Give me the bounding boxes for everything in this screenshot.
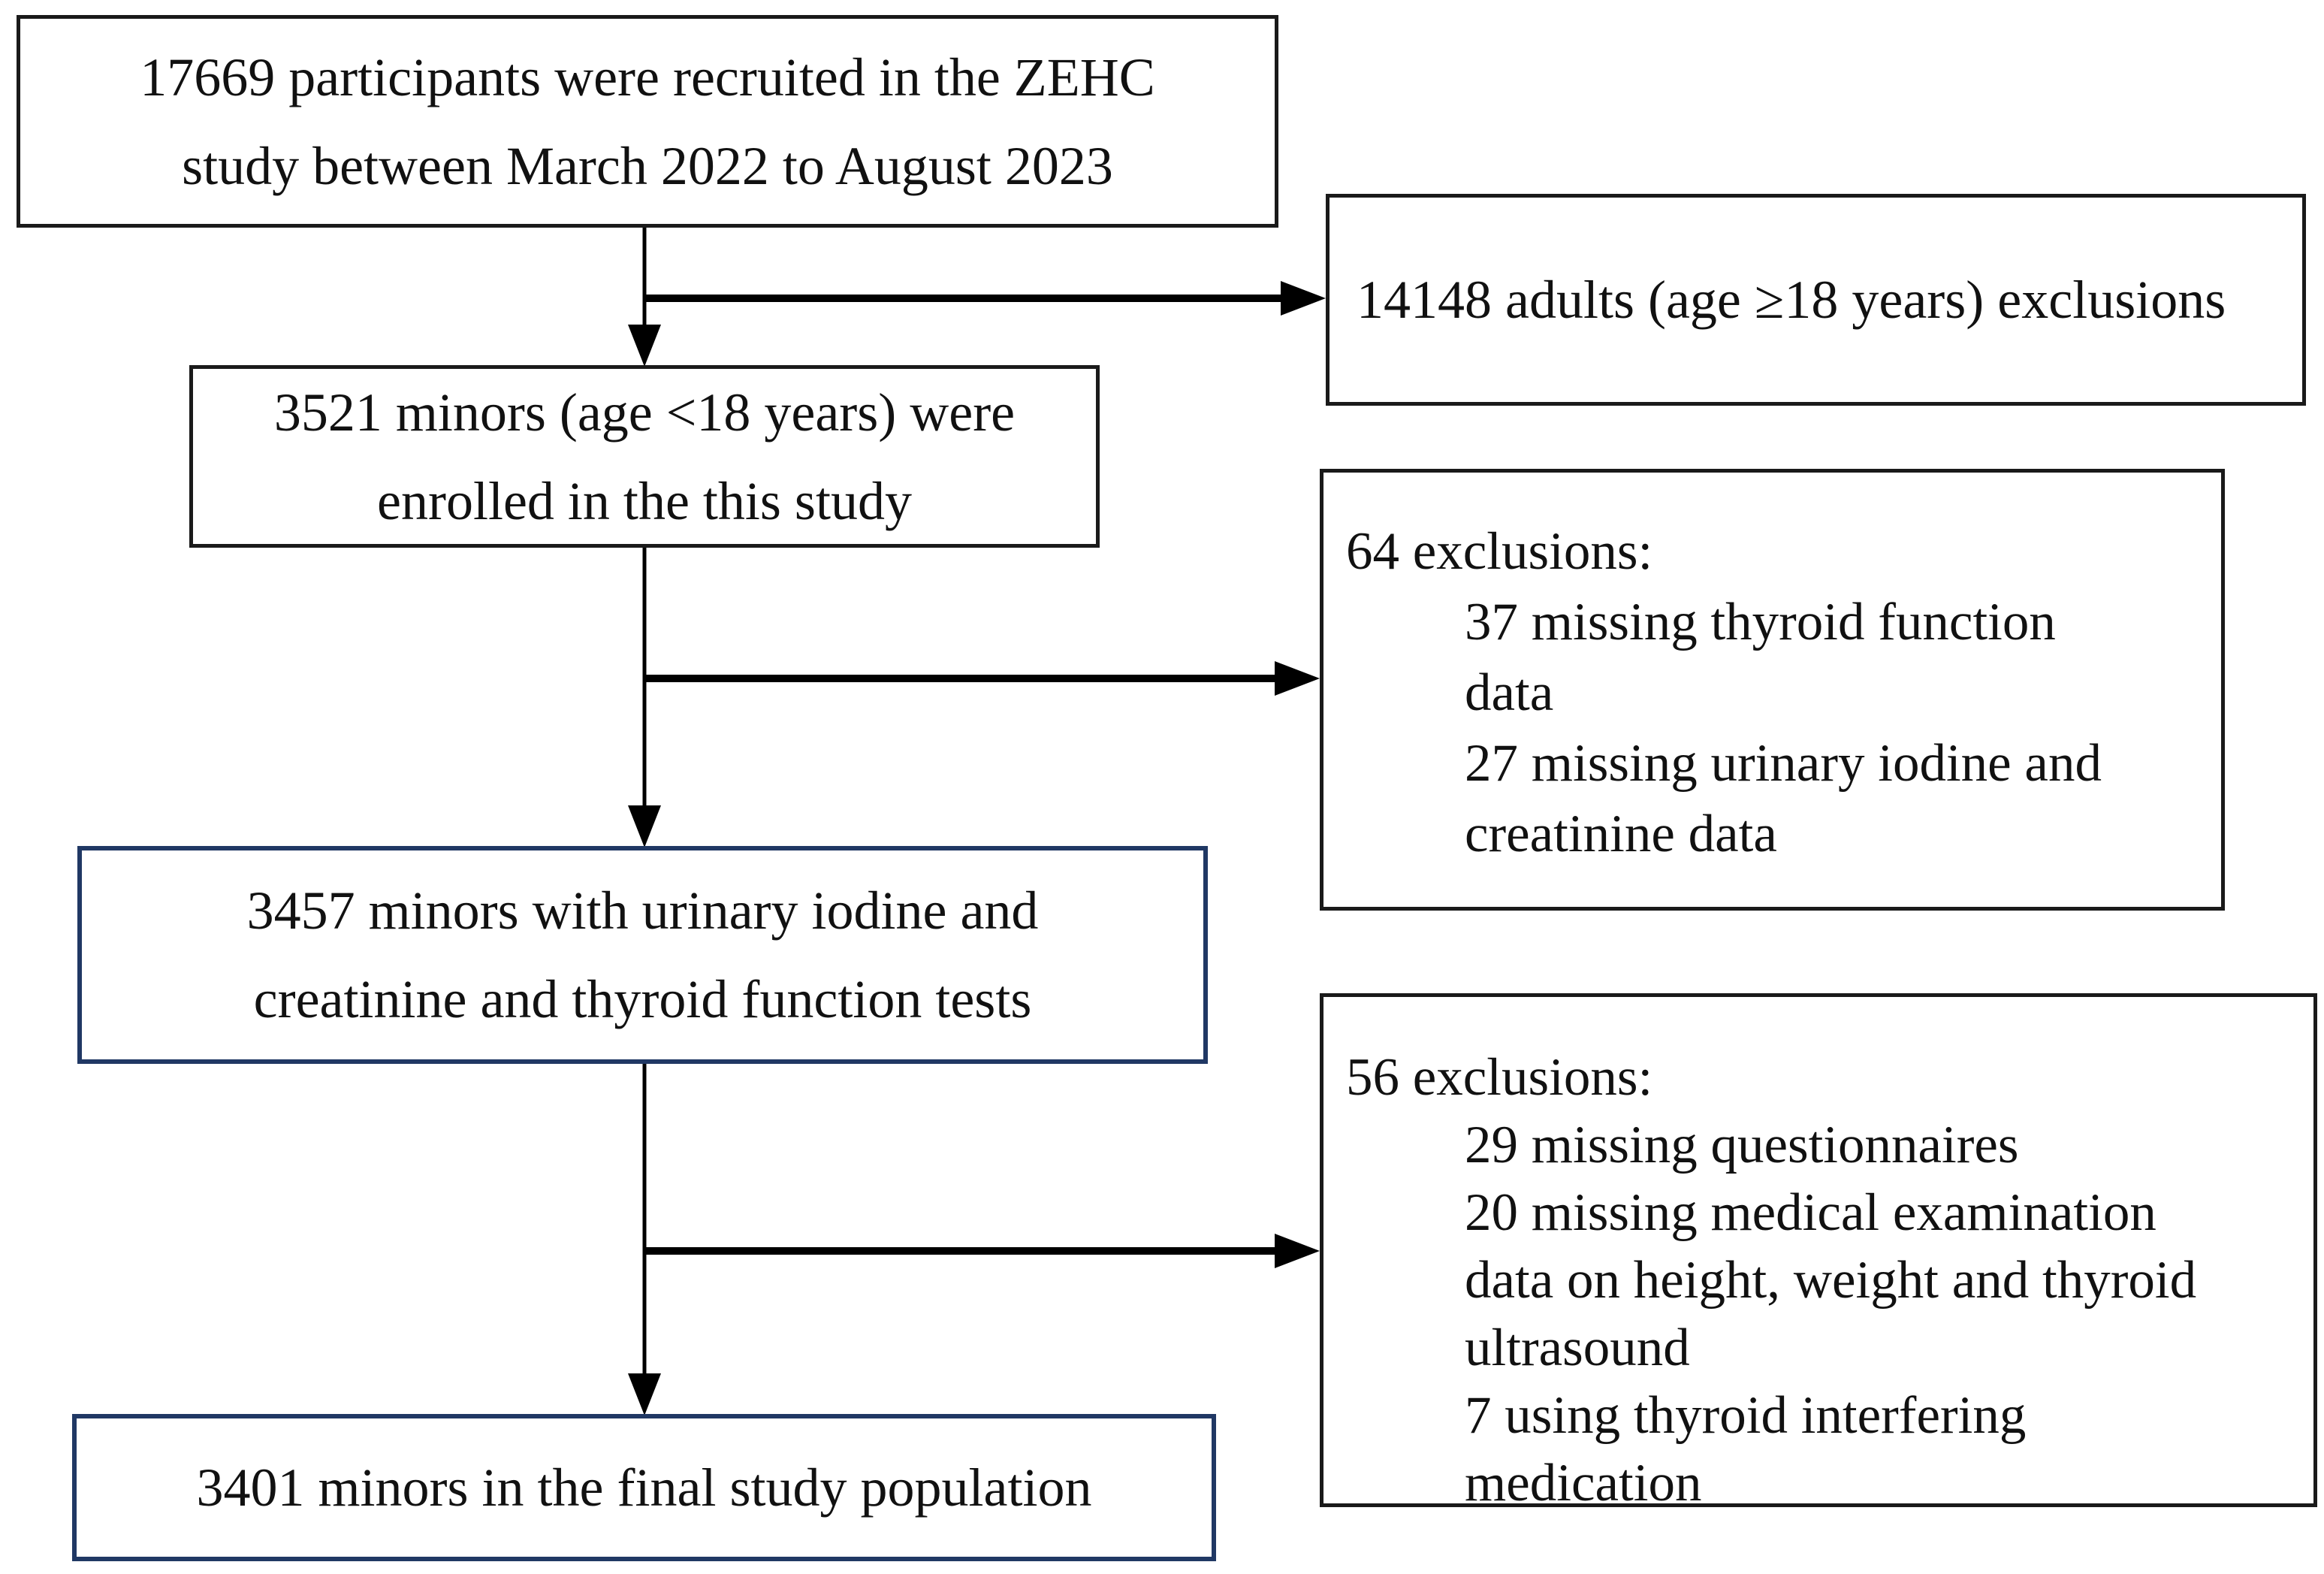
final-population-text: 3401 minors in the final study populatio… [196,1458,1092,1518]
exclusions-64-line: creatinine data [1465,805,1777,863]
exclusions-64-line: 27 missing urinary iodine and [1465,734,2102,793]
exclusions-56-line: 29 missing questionnaires [1465,1116,2019,1174]
final-population-box: 3401 minors in the final study populatio… [72,1414,1216,1561]
arrow-to-56-exclusions-head [1275,1234,1320,1268]
exclusions-56-header: 56 exclusions: [1346,1048,1653,1107]
exclusions-56-line: data on height, weight and thyroid [1465,1251,2197,1310]
minors-enrolled-line-1: 3521 minors (age <18 years) were [273,382,1016,443]
exclusions-56-line: medication [1465,1454,1702,1512]
exclusions-64-line: 37 missing thyroid function [1465,593,2056,651]
recruited-box: 17669 participants were recruited in the… [17,15,1278,228]
arrow-enrolled-to-tests-head [628,805,661,847]
exclusions-56-box: 56 exclusions: 29 missing questionnaires… [1320,993,2317,1512]
exclusions-56-line: 20 missing medical examination [1465,1183,2156,1242]
exclusions-56-line: ultrasound [1465,1319,1690,1377]
minors-with-tests-line-2: creatinine and thyroid function tests [253,969,1032,1029]
arrow-to-adults-exclusion-head [1281,281,1326,316]
recruited-line-1: 17669 participants were recruited in the… [140,47,1155,107]
recruited-line-2: study between March 2022 to August 2023 [182,135,1113,196]
arrow-to-64-exclusions-head [1275,661,1320,696]
exclusions-64-line: data [1465,663,1554,722]
exclusions-64-header: 64 exclusions: [1346,522,1653,581]
minors-with-tests-line-1: 3457 minors with urinary iodine and [246,881,1039,941]
adults-exclusion-text: 14148 adults (age ≥18 years) exclusions [1357,269,2226,330]
arrow-tests-to-final-head [628,1373,661,1415]
minors-with-tests-box: 3457 minors with urinary iodine and crea… [77,846,1208,1064]
minors-enrolled-line-2: enrolled in the this study [377,470,912,531]
exclusions-64-box: 64 exclusions: 37 missing thyroid functi… [1320,469,2225,911]
exclusions-56-line: 7 using thyroid interfering [1465,1386,2027,1445]
minors-enrolled-box: 3521 minors (age <18 years) were enrolle… [189,365,1100,548]
arrow-recruited-to-enrolled-head [628,325,661,367]
adults-exclusion-box: 14148 adults (age ≥18 years) exclusions [1326,194,2306,406]
